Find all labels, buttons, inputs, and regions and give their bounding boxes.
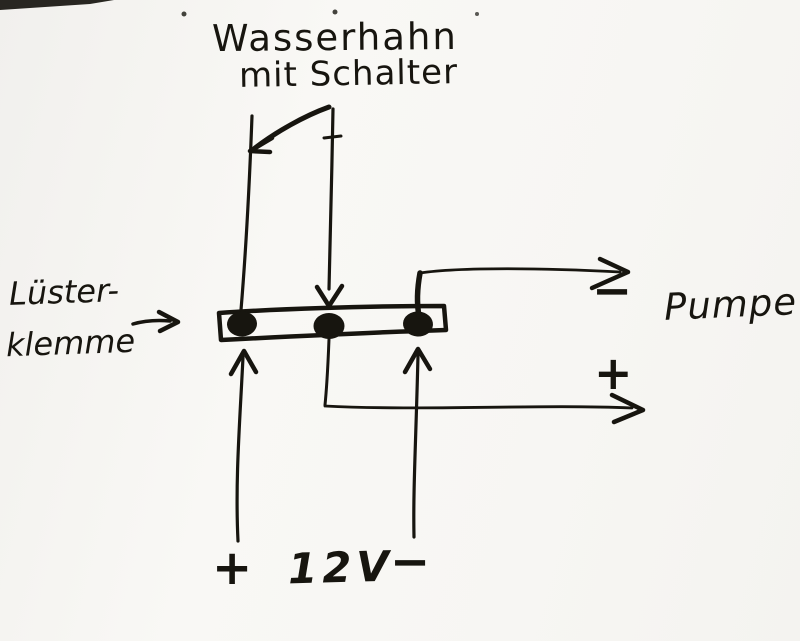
ink-speck bbox=[475, 12, 479, 16]
supply-plus-arrow-line bbox=[235, 355, 245, 543]
pump-plus-wire-across bbox=[323, 404, 634, 410]
luesterklemme-arrow-line bbox=[131, 318, 172, 326]
terminal-dot-right bbox=[403, 311, 433, 337]
terminal-label-line1: Lüster- bbox=[8, 271, 120, 313]
switch-left-wire bbox=[239, 114, 254, 312]
pump-label: Pumpe bbox=[663, 280, 798, 329]
luesterklemme-arrowhead bbox=[156, 309, 181, 334]
title-line2: mit Schalter bbox=[238, 52, 459, 96]
switch-wire-tick bbox=[322, 134, 343, 140]
pump-minus-arrowhead bbox=[589, 256, 631, 291]
terminal-dot-middle bbox=[313, 313, 345, 339]
terminal-dot-left bbox=[227, 311, 257, 337]
pump-plus-wire-down bbox=[323, 337, 331, 407]
pump-minus-wire bbox=[418, 267, 622, 275]
switch-lever-arrowhead bbox=[247, 135, 275, 155]
scan-edge-artifact bbox=[0, 0, 114, 10]
supply-plus-sign: + bbox=[212, 540, 253, 596]
pump-plus-sign: + bbox=[594, 346, 633, 400]
supply-voltage-label: 12V bbox=[287, 541, 395, 594]
supply-minus-arrowhead bbox=[402, 346, 433, 375]
ink-speck bbox=[181, 11, 187, 17]
pump-minus-stub bbox=[414, 270, 423, 319]
supply-plus-arrowhead bbox=[228, 348, 259, 377]
supply-minus-arrow-line bbox=[412, 353, 420, 539]
ink-speck bbox=[332, 9, 338, 15]
pump-plus-arrowhead bbox=[609, 392, 646, 425]
switch-right-wire bbox=[327, 107, 335, 291]
terminal-strip-outline bbox=[216, 303, 449, 343]
pump-minus-sign: − bbox=[592, 263, 633, 319]
middle-terminal-arrowhead bbox=[314, 283, 345, 309]
terminal-label-line2: klemme bbox=[5, 321, 136, 365]
supply-minus-sign: − bbox=[390, 534, 431, 590]
